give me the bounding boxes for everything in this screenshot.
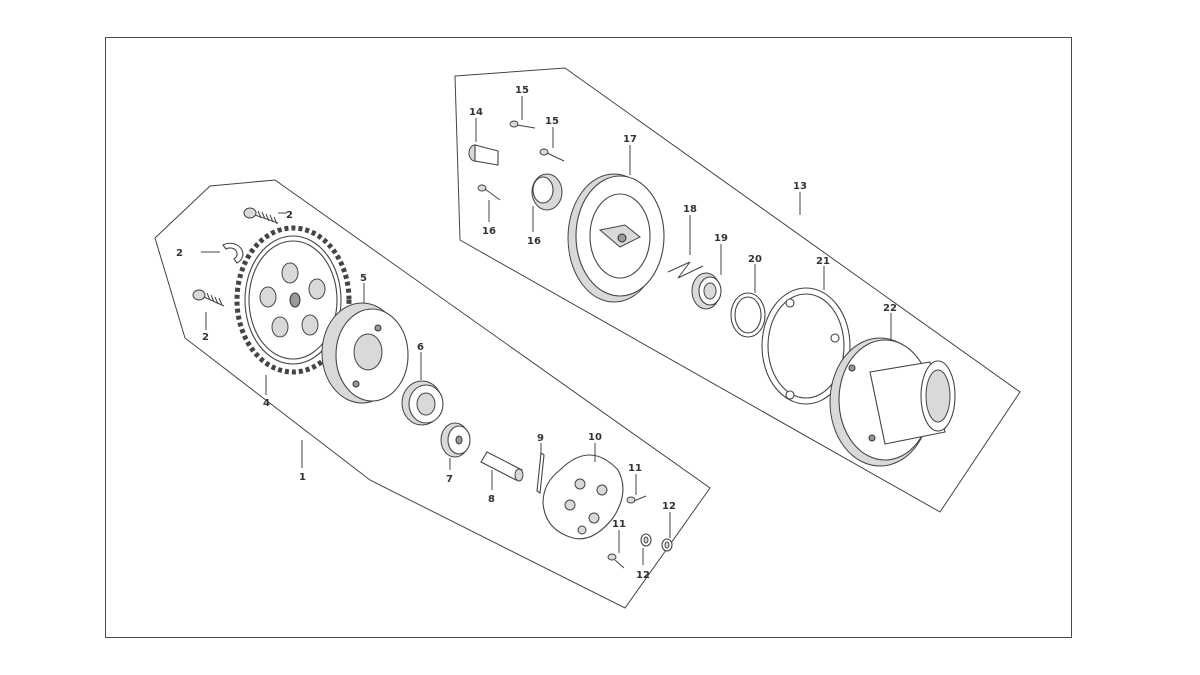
callout-19: 19 bbox=[714, 233, 728, 244]
callout-9: 9 bbox=[537, 433, 544, 444]
callout-7: 7 bbox=[446, 474, 453, 485]
gasket-part bbox=[761, 287, 851, 405]
callout-11: 11 bbox=[612, 519, 626, 530]
callout-20: 20 bbox=[748, 254, 762, 265]
callout-10: 10 bbox=[588, 432, 602, 443]
spring-cup-part bbox=[531, 173, 563, 211]
callout-16: 16 bbox=[482, 226, 496, 237]
bolt-part bbox=[509, 120, 536, 129]
pump-cover-part bbox=[542, 454, 624, 540]
callout-15: 15 bbox=[545, 116, 559, 127]
callout-2: 2 bbox=[202, 332, 209, 343]
clutch-outer-part bbox=[567, 173, 665, 303]
callout-17: 17 bbox=[623, 134, 637, 145]
screw-part bbox=[192, 289, 225, 307]
callout-21: 21 bbox=[816, 256, 830, 267]
callout-18: 18 bbox=[683, 204, 697, 215]
spring-part bbox=[667, 261, 704, 279]
callout-15: 15 bbox=[515, 85, 529, 96]
callout-13: 13 bbox=[793, 181, 807, 192]
screw-part bbox=[243, 207, 279, 225]
callout-12: 12 bbox=[662, 501, 676, 512]
callout-11: 11 bbox=[628, 463, 642, 474]
callout-14: 14 bbox=[469, 107, 483, 118]
bolt-part bbox=[539, 148, 565, 162]
one-way-clutch-part bbox=[691, 272, 722, 310]
callout-12: 12 bbox=[636, 570, 650, 581]
pump-shaft-part bbox=[480, 451, 524, 482]
inner-rotor-part bbox=[440, 422, 471, 458]
callout-1: 1 bbox=[299, 472, 306, 483]
callout-8: 8 bbox=[488, 494, 495, 505]
screw-part bbox=[626, 495, 647, 504]
washer-part bbox=[661, 538, 673, 552]
circlip-part bbox=[222, 242, 244, 264]
callout-5: 5 bbox=[360, 273, 367, 284]
sprocket-gear-part bbox=[234, 225, 352, 375]
starter-hub-part bbox=[829, 337, 956, 467]
callout-4: 4 bbox=[263, 398, 270, 409]
callout-6: 6 bbox=[417, 342, 424, 353]
pump-body-part bbox=[321, 302, 409, 404]
diagram-frame bbox=[105, 37, 1072, 638]
ring-part bbox=[730, 292, 766, 338]
pin-part bbox=[468, 144, 499, 166]
bolt-part bbox=[477, 184, 501, 201]
outer-rotor-part bbox=[401, 380, 444, 426]
screw-part bbox=[607, 553, 625, 569]
callout-2: 2 bbox=[286, 210, 293, 221]
callout-2: 2 bbox=[176, 248, 183, 259]
right-assembly-outline bbox=[454, 67, 1021, 513]
pin-part bbox=[536, 452, 545, 494]
washer-part bbox=[640, 533, 652, 547]
callout-22: 22 bbox=[883, 303, 897, 314]
callout-16: 16 bbox=[527, 236, 541, 247]
leader-lines bbox=[201, 96, 892, 565]
